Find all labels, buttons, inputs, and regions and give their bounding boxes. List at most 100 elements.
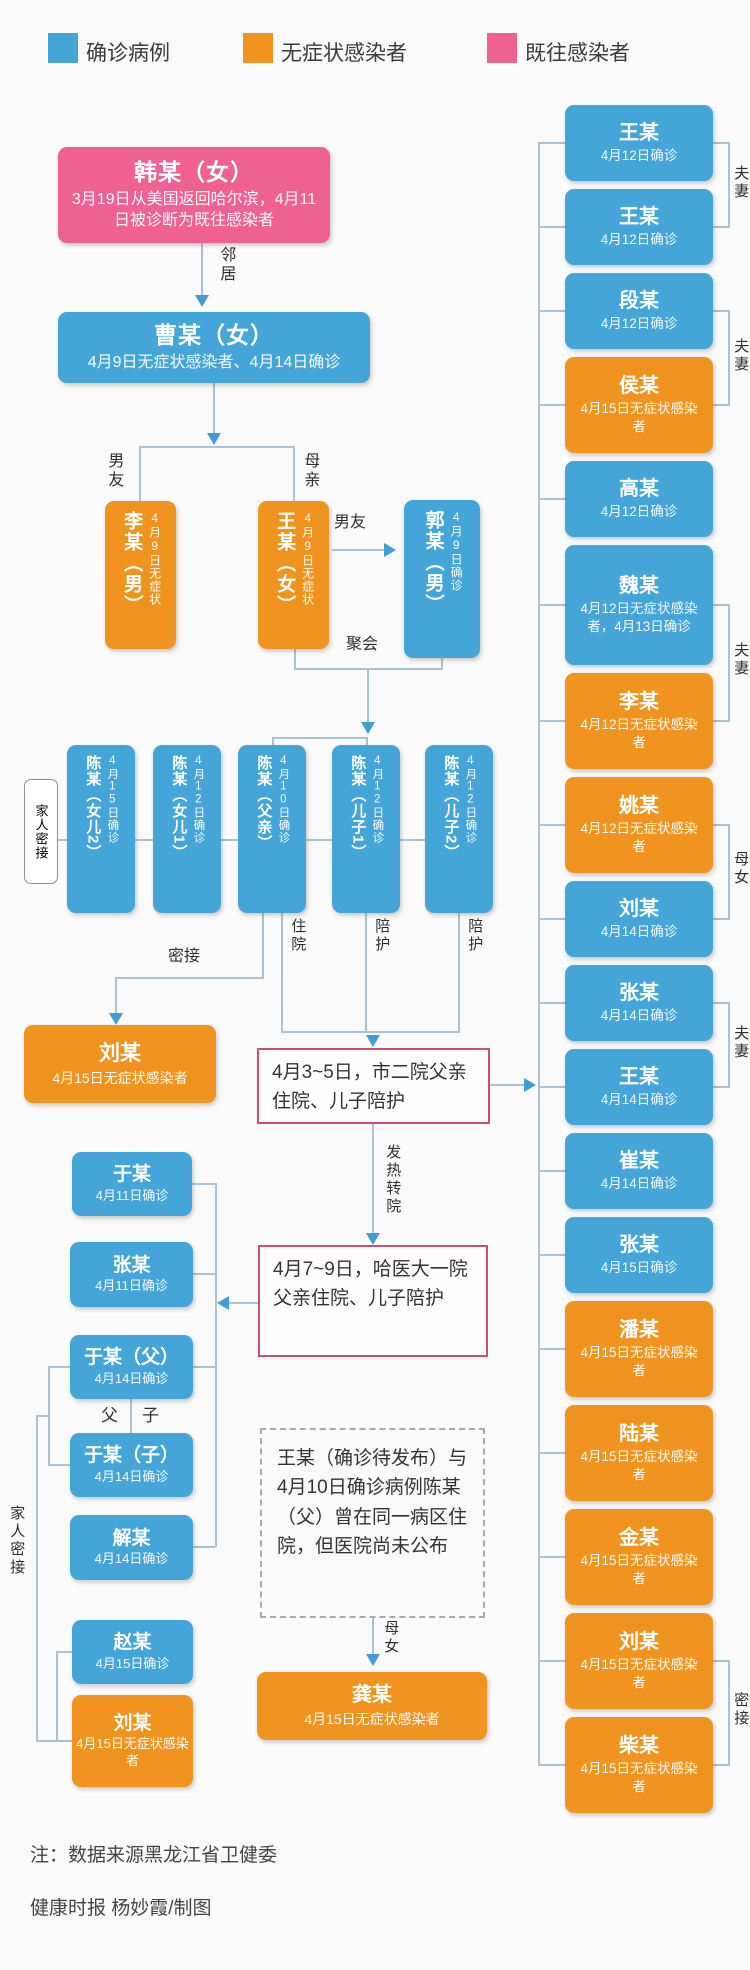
- connector-line: [36, 1415, 48, 1417]
- case-name: 陈某（女儿2）: [84, 755, 102, 861]
- node-zhang-left: 张某 4月11日确诊: [70, 1242, 193, 1307]
- case-date: 4月15日无症状感染者: [580, 401, 698, 434]
- connector-line: [538, 918, 565, 920]
- data-source-note: 注：数据来源黑龙江省卫健委: [30, 1845, 278, 1866]
- case-name: 高某: [619, 478, 659, 501]
- node-rc-wei: 魏某 4月12日无症状感染者，4月13日确诊: [565, 545, 713, 665]
- case-date: 4月15日无症状感染者: [52, 1070, 188, 1087]
- node-rc-liu2: 刘某 4月15日无症状感染者: [565, 1613, 713, 1709]
- case-date: 4月12日确诊: [600, 316, 678, 332]
- node-rc-jin: 金某 4月15日无症状感染者: [565, 1509, 713, 1605]
- edge-label-family-contact2: 家人密接: [8, 1505, 26, 1577]
- case-date: 4月14日确诊: [94, 1370, 169, 1386]
- case-date: 4月12日确诊: [600, 504, 678, 520]
- edge-label-father: 父: [101, 1406, 118, 1425]
- connector-line: [458, 903, 460, 1033]
- connector-line: [130, 1399, 132, 1433]
- case-name: 陈某（儿子1）: [349, 755, 367, 861]
- case-name: 陈某（女儿1）: [170, 755, 188, 861]
- connector-line: [372, 1618, 374, 1654]
- case-name: 柴某: [619, 1735, 659, 1758]
- arrow-right-icon: [524, 1078, 536, 1092]
- case-date: 4月15日无症状感染者: [304, 1711, 440, 1728]
- connector-line: [56, 1651, 58, 1742]
- node-rc-wang3: 王某 4月14日确诊: [565, 1049, 713, 1125]
- connector-line: [713, 824, 730, 826]
- legend-label-past: 既往感染者: [525, 42, 630, 65]
- connector-line: [538, 1086, 565, 1088]
- connector-line: [728, 604, 730, 722]
- case-date: 4月9日无症状: [300, 511, 315, 606]
- node-yu: 于某 4月11日确诊: [72, 1152, 192, 1216]
- node-liu-contact: 刘某 4月15日无症状感染者: [24, 1025, 216, 1103]
- node-han: 韩某（女） 3月19日从美国返回哈尔滨，4月11日被诊断为既往感染者: [58, 147, 330, 243]
- case-name: 潘某: [619, 1319, 659, 1342]
- connector-line: [139, 446, 141, 503]
- case-name: 张某: [112, 1254, 151, 1276]
- node-rc-pan: 潘某 4月15日无症状感染者: [565, 1301, 713, 1397]
- connector-line: [538, 604, 565, 606]
- connector-line: [538, 1348, 565, 1350]
- relationship-label: 夫妻: [732, 1025, 750, 1061]
- connector-line: [365, 903, 367, 1033]
- note-pending-case: 王某（确诊待发布）与4月10日确诊病例陈某（父）曾在同一病区住院，但医院尚未公布: [260, 1428, 485, 1618]
- case-name: 李某: [619, 691, 659, 714]
- arrow-right-icon: [384, 543, 396, 557]
- case-date: 4月12日确诊: [600, 148, 678, 164]
- node-rc-zhang1: 张某 4月14日确诊: [565, 965, 713, 1041]
- arrow-down-icon: [366, 1233, 380, 1245]
- node-chen-father: 陈某（父亲） 4月10日确诊: [238, 745, 306, 913]
- arrow-down-icon: [366, 1035, 380, 1047]
- connector-line: [728, 142, 730, 228]
- relationship-label: 夫妻: [732, 642, 750, 678]
- connector-line: [56, 1651, 72, 1653]
- relationship-label: 母女: [732, 851, 750, 887]
- case-name: 解某: [112, 1527, 151, 1549]
- case-name: 段某: [619, 290, 659, 313]
- case-date: 4月14日确诊: [600, 924, 678, 940]
- relationship-label: 夫妻: [732, 338, 750, 374]
- case-name: 于某（子）: [83, 1445, 179, 1467]
- connector-line: [713, 1002, 730, 1004]
- connector-line: [441, 648, 443, 670]
- case-name: 赵某: [113, 1632, 152, 1654]
- node-rc-wang1: 王某 4月12日确诊: [565, 105, 713, 181]
- case-date: 4月15日无症状感染者: [580, 1345, 698, 1378]
- case-date: 4月14日确诊: [600, 1176, 678, 1192]
- node-cao: 曹某（女） 4月9日无症状感染者、4月14日确诊: [58, 312, 370, 383]
- credit-note: 健康时报 杨妙霞/制图: [30, 1898, 212, 1919]
- connector-line: [229, 1302, 258, 1304]
- connector-line: [139, 446, 295, 448]
- connector-line: [713, 310, 730, 312]
- connector-line: [713, 1660, 730, 1662]
- case-name: 张某: [619, 982, 659, 1005]
- connector-line: [538, 1452, 565, 1454]
- case-name: 陈某（父亲）: [255, 755, 273, 851]
- connector-line: [538, 498, 565, 500]
- connector-line: [281, 1031, 460, 1033]
- connector-line: [538, 1254, 565, 1256]
- connector-line: [294, 639, 296, 670]
- arrow-down-icon: [361, 722, 375, 734]
- connector-line: [728, 824, 730, 920]
- connector-line: [293, 446, 295, 503]
- connector-line: [367, 668, 369, 722]
- case-name: 王某: [619, 206, 659, 229]
- case-date: 4月15日无症状感染者: [580, 1449, 698, 1482]
- event-hospital2: 4月7~9日，哈医大一院父亲住院、儿子陪护: [258, 1245, 488, 1357]
- case-date: 4月12日无症状感染者: [580, 821, 698, 854]
- case-name: 韩某（女）: [134, 159, 254, 186]
- connector-line: [538, 1764, 565, 1766]
- connector-line: [713, 1764, 730, 1766]
- case-name: 张某: [619, 1234, 659, 1257]
- case-name: 郭某（男）: [422, 510, 444, 615]
- case-date: 4月11日确诊: [95, 1278, 168, 1294]
- case-name: 崔某: [619, 1150, 659, 1173]
- connector-line: [713, 918, 730, 920]
- node-rc-chai: 柴某 4月15日无症状感染者: [565, 1717, 713, 1813]
- connector-line: [490, 1084, 524, 1086]
- case-date: 4月9日无症状: [147, 511, 162, 606]
- case-name: 曹某（女）: [154, 322, 274, 349]
- node-rc-hou: 侯某 4月15日无症状感染者: [565, 357, 713, 453]
